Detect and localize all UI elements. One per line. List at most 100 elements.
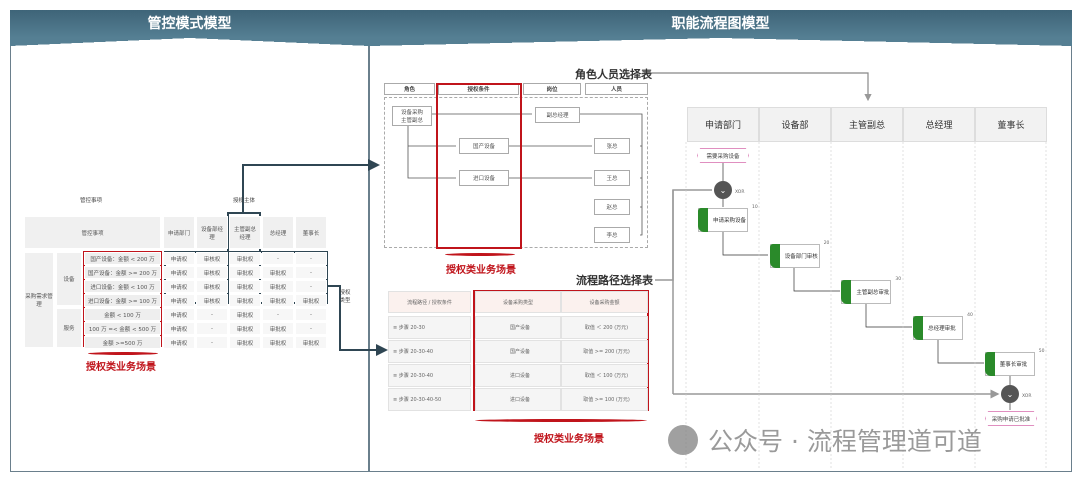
permission-cell: 申请权 [163,322,195,335]
red-bar [445,253,515,256]
paths-cell: ≡ 步骤 20-30-40-50 [388,388,471,411]
paths-cell: ≡ 步骤 20-30-40 [388,364,471,387]
lane-header: 主管副总 [831,107,903,142]
scenario-cell: 国产设备：金额 >= 200 万 [84,266,161,279]
end-event: 采购申请已批准 [985,411,1037,426]
permission-cell: 审批权 [262,322,294,335]
watermark: 公众号 · 流程管理道可道 [668,422,982,458]
person-box: 王总 [594,170,630,186]
permission-cell: 审批权 [295,336,327,349]
items-group-title: 管控事项 [80,198,103,204]
permission-cell: 申请权 [163,308,195,321]
subject-header: 董事长 [295,216,327,249]
scenario-label-roles: 授权类业务场景 [446,265,516,276]
xor-gateway: ⌄ [1001,385,1019,403]
condition-box: 国产设备 [459,138,509,154]
permission-cell: 审批权 [229,280,261,293]
permission-cell: 审核权 [196,266,228,279]
permission-cell: 审批权 [295,294,327,307]
category-cell: 采购需求管理 [24,252,54,348]
person-box: 李总 [594,227,630,243]
permission-cell: - [262,308,294,321]
start-event: 需要采购设备 [697,148,749,163]
subjects-group-title: 授权主体 [233,198,256,204]
permission-cell: - [295,280,327,293]
scenario-cell: 金额 >=500 万 [84,336,161,349]
roles-header: 人员 [585,83,648,95]
paths-cell: ≡ 步骤 20-30-40 [388,340,471,363]
roles-header: 岗位 [523,83,581,95]
scenario-cell: 100 万 =< 金额 < 500 万 [84,322,161,335]
paths-header: 流程路径 / 授权条件 [388,291,471,313]
red-bar [475,419,647,422]
sub-service: 服务 [56,308,82,348]
wechat-icon [668,425,698,455]
paths-cell: 进口设备 [475,364,561,387]
post-box: 副总经理 [535,107,580,123]
roles-title: 角色人员选择表 [575,68,652,81]
scenario-cell: 金额 < 100 万 [84,308,161,321]
items-header: 管控事项 [24,216,161,249]
condition-box: 进口设备 [459,170,509,186]
permission-cell: 申请权 [163,336,195,349]
permission-cell: 申请权 [163,252,195,265]
permission-cell: 审批权 [262,336,294,349]
red-bar [88,352,158,355]
activity-number: 10 [752,205,758,210]
permission-cell: 审批权 [229,266,261,279]
permission-cell: 审核权 [196,294,228,307]
paths-cell: 国产设备 [475,340,561,363]
activity-number: 20 [823,241,830,246]
permission-cell: 申请权 [163,266,195,279]
gateway-label: XOR [735,190,745,195]
scenario-cell: 进口设备：金额 < 100 万 [84,280,161,293]
role-box: 设备采购主管副总 [392,106,432,126]
permission-cell: - [262,252,294,265]
permission-cell: 审批权 [262,280,294,293]
permission-cell: - [295,266,327,279]
paths-header: 设备采购类型 [475,291,561,313]
lane-header: 申请部门 [687,107,759,142]
scenario-cell: 进口设备：金额 >= 100 万 [84,294,161,307]
auth-type-label: 授权类型 [339,290,351,304]
scenario-cell: 国产设备：金额 < 200 万 [84,252,161,265]
permission-cell: 审核权 [196,280,228,293]
permission-cell: - [295,252,327,265]
subject-header: 设备部经理 [196,216,228,249]
roles-header: 角色 [384,83,435,95]
paths-cell: 取值 >= 200 (万元) [561,340,648,363]
watermark-text: 公众号 · 流程管理道可道 [708,427,982,456]
permission-cell: - [295,322,327,335]
permission-cell: 审批权 [262,294,294,307]
paths-cell: 进口设备 [475,388,561,411]
task-icon [698,208,708,232]
permission-cell: 审批权 [229,308,261,321]
sub-equipment: 设备 [56,252,82,306]
permission-cell: - [196,336,228,349]
task-icon [769,244,780,268]
lane-header: 总经理 [903,107,975,142]
lane-header: 设备部 [759,107,831,142]
task-icon [984,352,995,376]
permission-cell: - [196,322,228,335]
permission-cell: 审批权 [262,266,294,279]
scenario-label-paths: 授权类业务场景 [534,434,604,445]
permission-cell: 审批权 [229,322,261,335]
permission-cell: 申请权 [163,280,195,293]
paths-cell: 取值 ＜ 200 (万元) [561,316,648,339]
activity-number: 30 [895,277,902,282]
scenario-label-left: 授权类业务场景 [86,362,156,373]
task-icon [913,316,924,340]
paths-header: 设备采购金额 [561,291,648,313]
gateway-label: XOR [1022,394,1032,399]
xor-gateway: ⌄ [714,181,732,199]
permission-cell: 审批权 [229,252,261,265]
activity-number: 50 [1038,349,1045,354]
permission-cell: 审批权 [229,294,261,307]
activity-number: 40 [967,313,973,318]
lane-header: 董事长 [975,107,1047,142]
condition-red-box [436,83,522,249]
subject-header: 申请部门 [163,216,195,249]
task-icon [841,280,852,304]
